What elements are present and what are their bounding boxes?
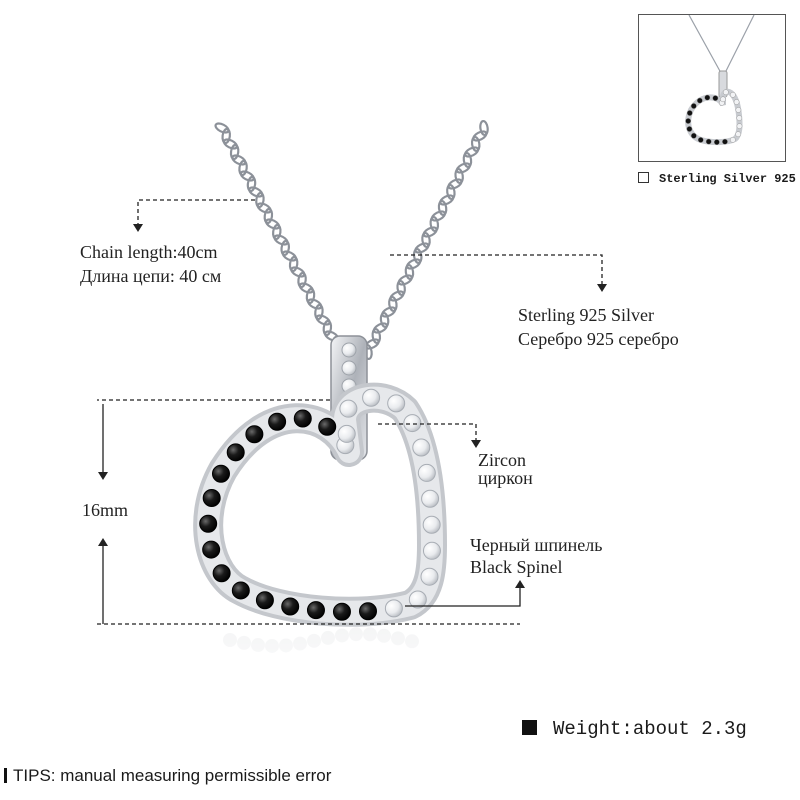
bar-icon [4,768,7,783]
chain-length-label-ru: Длина цепи: 40 см [80,266,222,286]
spinel-label: Black Spinel [470,557,563,577]
tips-note: TIPS: manual measuring permissible error [4,766,331,786]
zircon-label: Zircon [478,450,526,470]
material-label: Sterling 925 Silver [518,305,654,325]
checkbox-icon[interactable] [638,172,649,183]
reflection [200,620,460,710]
thumbnail-option[interactable]: Sterling Silver 925 [638,172,796,186]
thumbnail-necklace-icon [685,15,755,146]
square-bullet-icon [522,720,537,735]
chain-length-label: Chain length:40cm [80,242,218,262]
thumbnail-caption: Sterling Silver 925 [659,172,796,186]
heart-pendant [193,382,447,627]
pendant-height-label: 16mm [82,500,129,520]
weight-info: Weight:about 2.3g [522,718,747,740]
tips-text: TIPS: manual measuring permissible error [13,766,332,785]
material-label-ru: Серебро 925 серебро [518,329,679,349]
spinel-label-ru: Черный шпинель [470,535,603,555]
dimension-lines [97,199,607,625]
weight-label: Weight:about 2.3g [553,718,747,740]
zircon-label-ru: циркон [478,468,533,488]
chain [214,119,489,361]
product-thumbnail[interactable] [638,14,786,162]
